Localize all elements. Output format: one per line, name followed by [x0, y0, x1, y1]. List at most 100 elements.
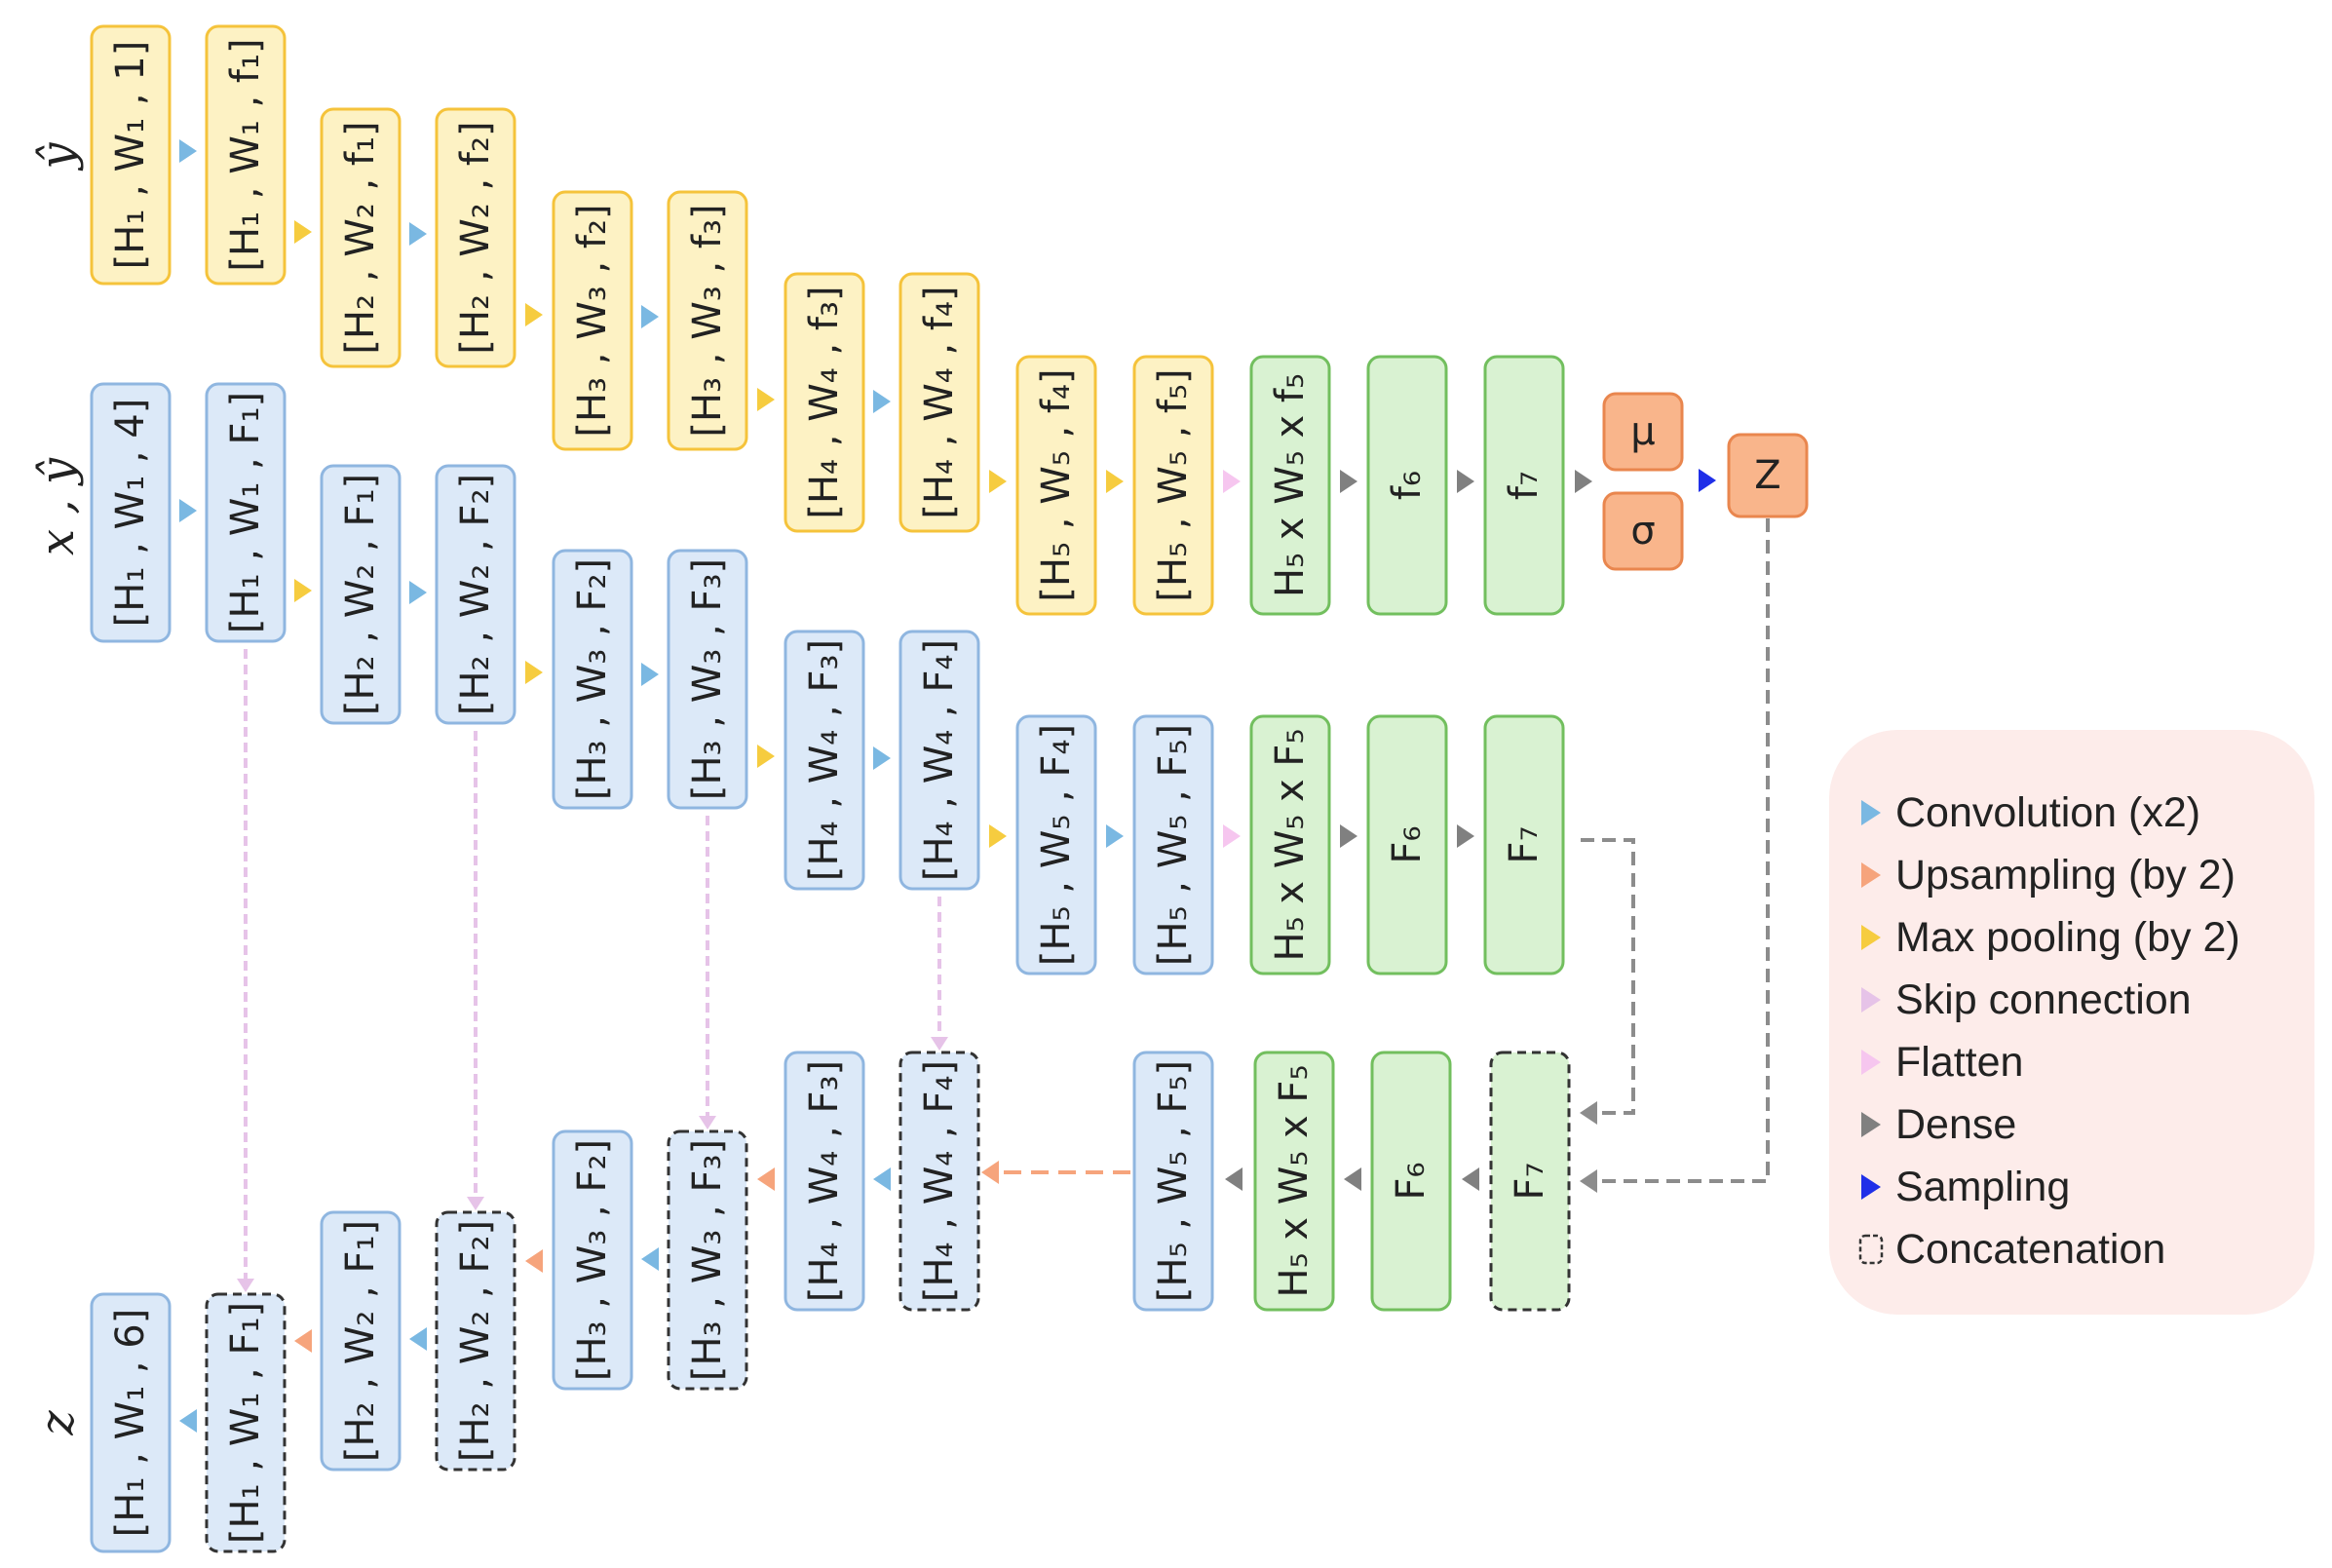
- layer-label-z3: [H₂ , W₂ , F₁]: [338, 1220, 383, 1462]
- layer-box-mu: [1602, 392, 1684, 472]
- legend-label: Sampling: [1895, 1163, 2071, 1210]
- layer-label-y4: [H₂ , W₂ , f₂]: [453, 121, 498, 354]
- legend-label: Flatten: [1895, 1038, 2024, 1086]
- layer-label-y1: [H₁ , W₁ , 1]: [108, 41, 153, 270]
- dense-icon: [1861, 1112, 1881, 1137]
- layer-label-y10: [H₅ , W₅ , f₅]: [1151, 368, 1196, 601]
- layer-box-z1: [90, 1292, 172, 1553]
- layer-box-x6: [667, 549, 748, 810]
- layer-box-xd1: [1249, 714, 1331, 975]
- arrow-x-2: [409, 581, 427, 604]
- arrow-x-11: [1457, 824, 1474, 848]
- layer-label-y3: [H₂ , W₂ , f₁]: [338, 121, 383, 354]
- legend-item-flatten: Flatten: [1858, 1035, 2023, 1090]
- arrow-y-2: [409, 222, 427, 246]
- layer-box-y1: [90, 24, 172, 286]
- layer-box-y8: [898, 272, 980, 533]
- arrow-x-5: [757, 745, 775, 768]
- layer-label-x6: [H₃ , W₃ , F₃]: [685, 558, 730, 800]
- layer-box-z7: [784, 1051, 865, 1312]
- layer-label-zd1: H₅ x W₅ x F₅: [1272, 1065, 1317, 1298]
- skip-arrow-3: [931, 1037, 948, 1051]
- layer-box-x3: [320, 464, 401, 725]
- layer-label-xd2: F₆: [1385, 825, 1430, 863]
- layer-label-y6: [H₃ , W₃ , f₃]: [685, 204, 730, 437]
- layer-label-y7: [H₄ , W₄ , f₃]: [802, 286, 847, 518]
- arrow-y-0: [179, 139, 197, 163]
- layer-box-zs: [1727, 433, 1809, 518]
- layer-label-y9: [H₅ , W₅ , f₄]: [1034, 368, 1079, 601]
- layer-box-x4: [435, 464, 516, 725]
- conv-icon: [1861, 800, 1881, 825]
- arrow-y-5: [757, 388, 775, 411]
- layer-box-yd2: [1366, 355, 1448, 616]
- layer-box-z9: [1132, 1051, 1214, 1312]
- layer-box-zd1: [1253, 1051, 1335, 1312]
- arrow-z-8: [294, 1329, 312, 1353]
- layer-box-xd2: [1366, 714, 1448, 975]
- layer-box-x9: [1015, 714, 1097, 975]
- arrow-y-12: [1575, 470, 1592, 493]
- arrow-z-7: [409, 1327, 427, 1351]
- legend-item-conv: Convolution (x2): [1858, 785, 2200, 840]
- legend-item-maxpool: Max pooling (by 2): [1858, 910, 2240, 965]
- arrow-markers: [179, 139, 1716, 1433]
- legend-label: Concatenation: [1895, 1225, 2166, 1273]
- arrow-x-8: [1106, 824, 1124, 848]
- layer-box-zd3: [1489, 1051, 1571, 1312]
- layer-box-y7: [784, 272, 865, 533]
- arrow-upsample-link: [981, 1161, 999, 1184]
- layer-box-y5: [552, 190, 633, 451]
- legend-label: Dense: [1895, 1100, 2017, 1148]
- layer-box-xd3: [1483, 714, 1565, 975]
- flatten-icon: [1861, 1050, 1881, 1075]
- legend-label: Max pooling (by 2): [1895, 913, 2240, 961]
- layer-box-x10: [1132, 714, 1214, 975]
- layer-box-z4: [435, 1210, 516, 1472]
- arrow-y-7: [989, 470, 1007, 493]
- legend-item-dense: Dense: [1858, 1097, 2016, 1152]
- legend-label: Convolution (x2): [1895, 788, 2201, 836]
- layer-box-z5: [552, 1129, 633, 1391]
- layer-box-z3: [320, 1210, 401, 1472]
- arrow-y-11: [1457, 470, 1474, 493]
- layer-label-x9: [H₅ , W₅ , F₄]: [1034, 724, 1079, 966]
- layer-box-x2: [205, 382, 287, 643]
- arrow-z-6: [525, 1249, 543, 1273]
- arrow-z-3: [873, 1167, 891, 1191]
- layer-label-yd1: H₅ x W₅ x f₅: [1268, 373, 1313, 597]
- layer-box-y9: [1015, 355, 1097, 616]
- sampling-icon: [1861, 1174, 1881, 1200]
- arrow-x-0: [179, 499, 197, 522]
- arrow-x-10: [1340, 824, 1357, 848]
- arrow-y-4: [641, 305, 659, 328]
- row-label-z: z: [30, 1410, 85, 1436]
- legend-item-sampling: Sampling: [1858, 1160, 2070, 1214]
- layer-box-x8: [898, 630, 980, 891]
- arrow-y-10: [1340, 470, 1357, 493]
- layer-label-yd3: f₇: [1502, 471, 1547, 500]
- layer-label-z4: [H₂ , W₂ , F₂]: [453, 1220, 498, 1462]
- layer-box-z8: [898, 1051, 980, 1312]
- layer-label-x1: [H₁ , W₁ , 4]: [108, 399, 153, 628]
- layer-label-x7: [H₄ , W₄ , F₃]: [802, 639, 847, 881]
- layer-box-y10: [1132, 355, 1214, 616]
- connectors: [237, 518, 1770, 1292]
- upsample-icon: [1861, 862, 1881, 888]
- legend-label: Skip connection: [1895, 975, 2192, 1023]
- legend-item-skip: Skip connection: [1858, 973, 2192, 1027]
- layer-label-zd2: F₆: [1389, 1162, 1434, 1200]
- layer-label-z1: [H₁ , W₁ , 6]: [108, 1309, 153, 1538]
- layer-box-y2: [205, 24, 287, 286]
- arrow-y-1: [294, 220, 312, 244]
- arrow-y-3: [525, 303, 543, 326]
- arrow-z-5: [641, 1247, 659, 1271]
- latent-link-f7: [1581, 838, 1635, 1115]
- layer-label-xd1: H₅ x W₅ x F₅: [1268, 729, 1313, 962]
- arrow-y-6: [873, 390, 891, 413]
- arrow-x-1: [294, 579, 312, 602]
- layer-label-zd3: F₇: [1508, 1162, 1552, 1200]
- arrow-x-3: [525, 661, 543, 684]
- arrow-z-0: [1462, 1167, 1479, 1191]
- layer-label-x3: [H₂ , W₂ , F₁]: [338, 474, 383, 715]
